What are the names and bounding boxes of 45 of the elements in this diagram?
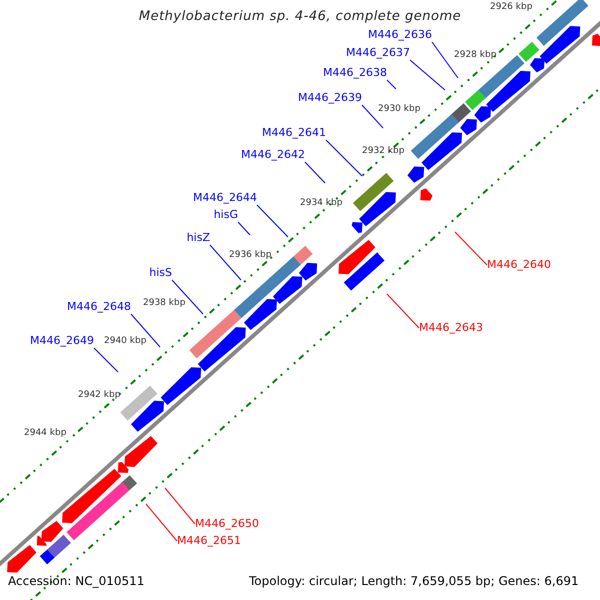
scale-label: 2936 kbp <box>229 250 272 261</box>
leader-line <box>164 488 196 524</box>
accession-text: Accession: NC_010511 <box>8 574 144 588</box>
gene-label: M446_2649 <box>30 334 94 348</box>
leader-line <box>386 294 420 328</box>
scale-label: 2926 kbp <box>490 2 532 13</box>
gene-label: M446_2644 <box>193 191 257 205</box>
scale-label: 2940 kbp <box>104 336 146 347</box>
gene-label: M446_2639 <box>298 91 362 105</box>
gene-label: M446_2643 <box>419 321 483 335</box>
scale-label: 2932 kbp <box>362 146 404 157</box>
leader-line <box>256 204 288 238</box>
scale-label: 2930 kbp <box>378 104 420 115</box>
leader-line <box>210 244 242 280</box>
gene-label: M446_2648 <box>67 300 131 314</box>
gene-label: M446_2640 <box>487 258 551 272</box>
genome-stats-text: Topology: circular; Length: 7,659,055 bp; Genes: 6,691 <box>249 574 579 588</box>
gene-label: hisG <box>214 208 238 222</box>
leader-line <box>410 60 446 90</box>
scale-label: 2944 kbp <box>24 428 66 439</box>
chart-title: Methylobacterium sp. 4-46, complete genome <box>138 9 462 25</box>
leader-line <box>386 80 396 90</box>
gene-label: M446_2650 <box>195 517 259 531</box>
leader-line <box>130 314 160 348</box>
leader-line <box>326 140 362 176</box>
gene-label: M446_2651 <box>177 534 241 548</box>
leader-line <box>432 42 458 78</box>
gene-label: hisZ <box>186 231 210 245</box>
gene-label: M446_2642 <box>241 148 305 162</box>
leader-line <box>172 280 204 314</box>
leader-line <box>362 104 384 128</box>
gene-label: M446_2636 <box>368 28 432 42</box>
scale-label: 2934 kbp <box>300 198 342 209</box>
leader-line <box>304 162 326 184</box>
scale-label: 2938 kbp <box>143 298 186 309</box>
gene-label: M446_2638 <box>323 66 387 80</box>
gene-label: hisS <box>149 266 172 280</box>
scale-label: 2942 kbp <box>78 390 120 401</box>
scale-label: 2928 kbp <box>454 50 496 61</box>
leader-line <box>454 232 488 266</box>
gene-label: M446_2637 <box>346 46 410 60</box>
gene-label: M446_2641 <box>262 126 326 140</box>
leader-line <box>94 348 118 372</box>
leader-line <box>146 504 178 542</box>
leader-line <box>238 222 250 236</box>
